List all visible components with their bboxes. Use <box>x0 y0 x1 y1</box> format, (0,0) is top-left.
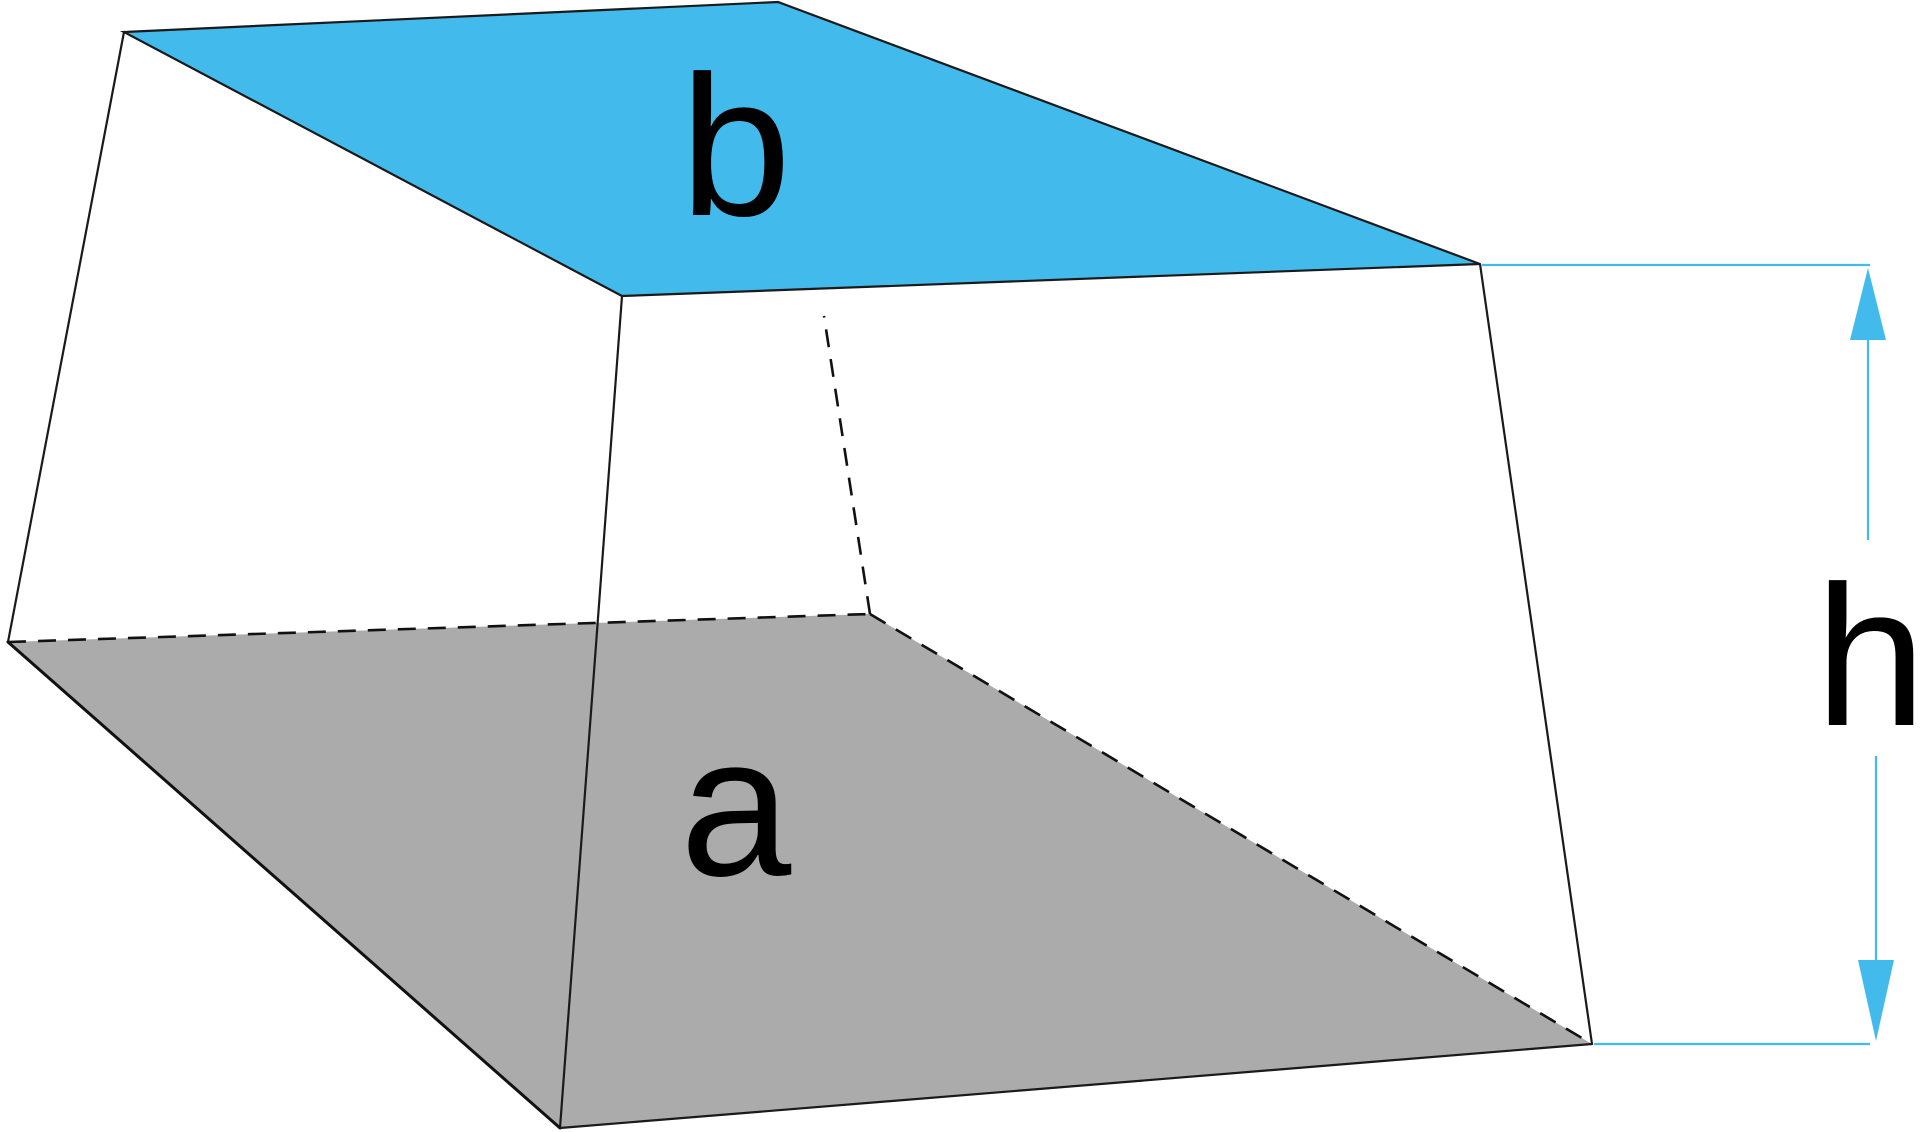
lateral-edge-front <box>558 294 624 1130</box>
bottom-edge-front-right <box>558 1042 1594 1130</box>
label-h: h <box>1815 545 1920 768</box>
top-face-b <box>124 2 1480 296</box>
bottom-edge-front-left <box>6 640 562 1130</box>
label-a: a <box>680 695 792 918</box>
hidden-edge-bottom-right <box>869 612 1593 1046</box>
arrowhead-up-icon <box>1850 268 1886 340</box>
label-b: b <box>680 35 791 258</box>
height-dimension <box>1482 263 1894 1046</box>
bottom-face-a <box>8 614 1592 1128</box>
arrowhead-down-icon <box>1858 960 1894 1041</box>
lateral-edge-right <box>1478 262 1594 1046</box>
hidden-edge-bottom-back <box>7 612 871 644</box>
lateral-edge-left <box>6 30 126 644</box>
hidden-edge-back-vertical <box>822 315 872 615</box>
